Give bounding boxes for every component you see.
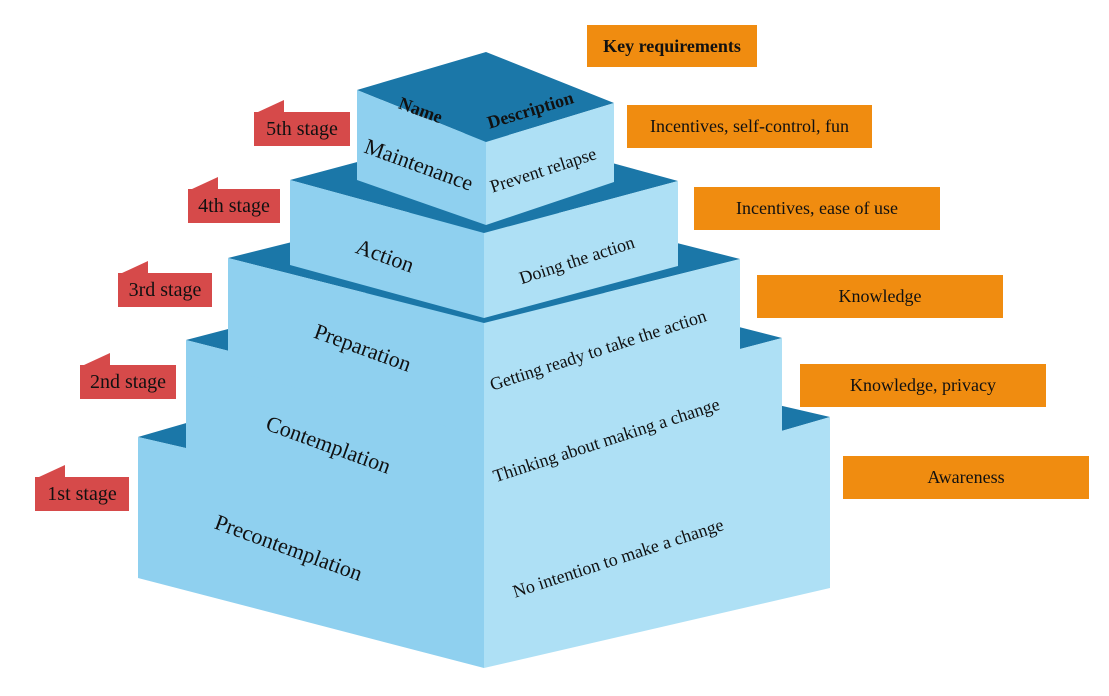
key-requirements-header: Key requirements [587,25,757,67]
tier-3-left-face [228,258,484,436]
requirement-1: Awareness [843,456,1089,499]
tier-5-block [357,52,614,225]
tier-4-right-face [484,181,678,318]
requirement-4: Incentives, ease of use [694,187,940,230]
stage-label-1: 1st stage [35,465,129,511]
tier-4-left-face [290,180,484,318]
stage-label-5: 5th stage [254,100,350,146]
tier-5-right-face [486,103,614,225]
requirement-3: Knowledge [757,275,1003,318]
requirement-5: Incentives, self-control, fun [627,105,872,148]
tier-5-left-face [357,90,486,225]
requirement-2: Knowledge, privacy [800,364,1046,407]
tier-2-left-face [186,340,484,546]
stage-label-3: 3rd stage [118,261,212,307]
tier-2-right-face [484,338,782,546]
tier-5-top-face [357,52,614,142]
tier-3-right-face [484,259,740,436]
tier-1-left-face [138,437,484,668]
stage-label-4: 4th stage [188,177,280,223]
stage-label-2: 2nd stage [80,353,176,399]
